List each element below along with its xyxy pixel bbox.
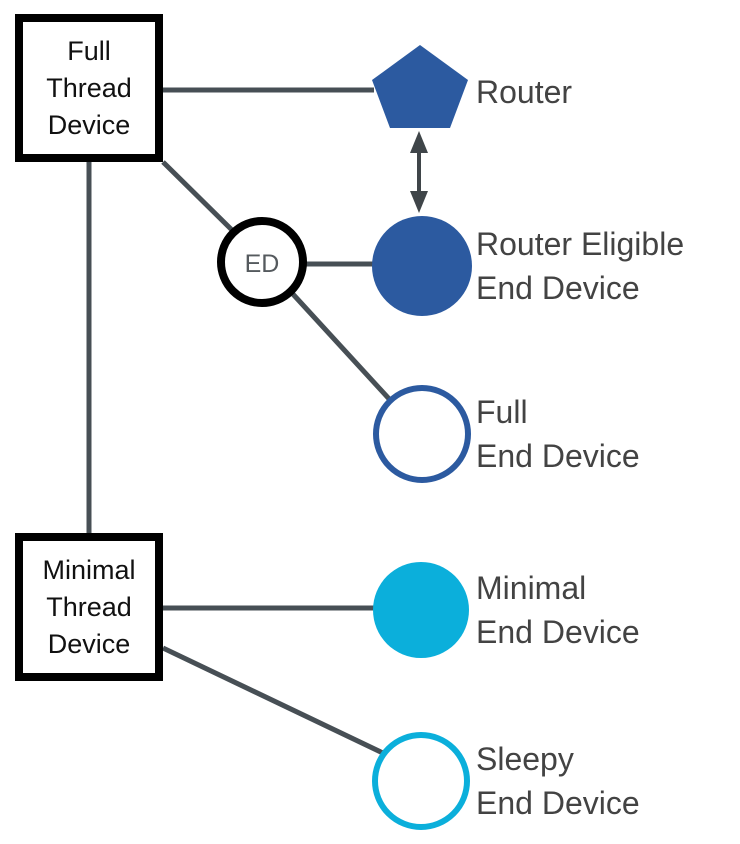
legend-label-router-eligible-end-device: Router Eligible End Device (476, 226, 684, 306)
legend-shape-router-eligible-end-device (372, 216, 472, 316)
connector-ed-to-full-end-device (289, 290, 393, 403)
connector-ftd-to-ed (161, 160, 238, 236)
router-reed-double-arrow (410, 131, 428, 213)
legend-label-line-1: Full (476, 394, 528, 430)
hollow-circle-icon (373, 385, 471, 483)
arrow-head-up-icon (410, 131, 428, 153)
filled-circle-icon (373, 562, 469, 658)
node-minimal-thread-device: Minimal Thread Device (15, 533, 163, 681)
legend-shape-full-end-device (373, 385, 471, 483)
node-box (15, 533, 163, 681)
node-box-line-3: Device (48, 110, 131, 140)
legend-label-sleepy-end-device: Sleepy End Device (476, 741, 640, 821)
legend-label-line-1: Router Eligible (476, 226, 684, 262)
node-box-line-2: Thread (46, 73, 132, 103)
legend-shape-minimal-end-device (373, 562, 469, 658)
pentagon-icon (372, 45, 468, 128)
ed-circle (217, 217, 307, 307)
legend-label-line-2: End Device (476, 438, 640, 474)
connector-group (86, 87, 393, 757)
node-box (15, 14, 163, 162)
legend-label-full-end-device: Full End Device (476, 394, 640, 474)
node-full-thread-device: Full Thread Device (15, 14, 163, 162)
node-box-line-3: Device (48, 629, 131, 659)
filled-circle-icon (372, 216, 472, 316)
legend-label-line-2: End Device (476, 614, 640, 650)
legend-label-minimal-end-device: Minimal End Device (476, 570, 640, 650)
arrow-head-down-icon (410, 191, 428, 213)
node-box-line-1: Full (67, 36, 111, 66)
legend-label-line-1: Sleepy (476, 741, 574, 777)
node-box-line-2: Thread (46, 592, 132, 622)
ed-node-label: ED (245, 250, 280, 278)
legend-shape-router (372, 45, 468, 128)
legend-label-line-2: End Device (476, 785, 640, 821)
ed-node: ED (217, 217, 307, 307)
legend-label-line-2: End Device (476, 270, 640, 306)
hollow-circle-icon (372, 732, 470, 830)
legend-label-line-1: Router (476, 74, 572, 110)
legend-label-line-1: Minimal (476, 570, 586, 606)
legend-label-router: Router (476, 74, 572, 110)
node-box-line-1: Minimal (42, 555, 135, 585)
connector-mtd-to-sleepy-end-device (161, 645, 387, 757)
legend-shape-sleepy-end-device (372, 732, 470, 830)
